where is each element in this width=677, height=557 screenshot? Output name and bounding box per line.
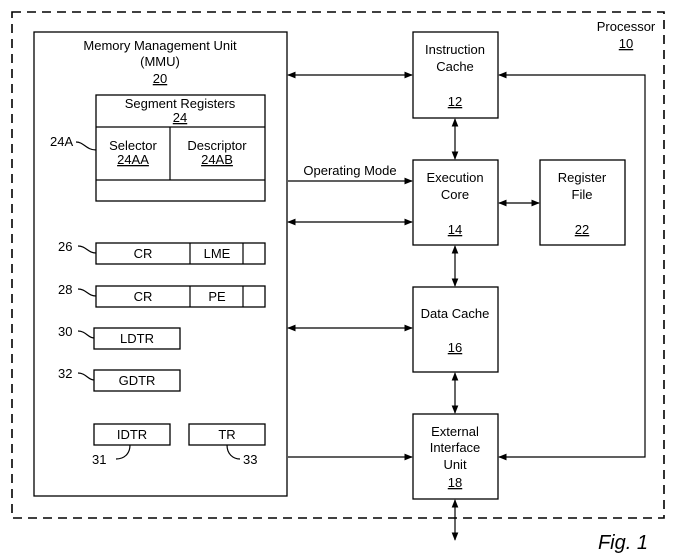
- mmu-abbr: (MMU): [140, 54, 180, 69]
- cr-lme-ref: 26: [58, 239, 72, 254]
- idtr-label: IDTR: [117, 427, 147, 442]
- processor-boundary: [11, 11, 665, 519]
- cr-lme-register: [95, 242, 266, 265]
- ldtr-ref: 30: [58, 324, 72, 339]
- descriptor-ref: 24AB: [201, 152, 233, 167]
- register-file-line2: File: [572, 187, 593, 202]
- idtr-register: [93, 423, 171, 446]
- external-icache-loop-arrow: [498, 71, 646, 461]
- selector-label: Selector: [109, 138, 157, 153]
- segment-registers-box: [95, 94, 266, 202]
- external-interface-box: [412, 413, 499, 500]
- segment-registers-ref: 24: [173, 110, 187, 125]
- segment-registers-label: Segment Registers: [125, 96, 236, 111]
- tr-label: TR: [218, 427, 235, 442]
- register-file-box: [539, 159, 626, 246]
- gdtr-ref: 32: [58, 366, 72, 381]
- instruction-cache-box: [412, 31, 499, 119]
- mmu-title: Memory Management Unit: [83, 38, 237, 53]
- external-interface-line1: External: [431, 424, 479, 439]
- gdtr-label: GDTR: [119, 373, 156, 388]
- mmu-ref: 20: [153, 71, 167, 86]
- processor-ref: 10: [619, 36, 633, 51]
- data-cache-label: Data Cache: [421, 306, 490, 321]
- register-file-ref: 22: [575, 222, 589, 237]
- execution-core-line1: Execution: [426, 170, 483, 185]
- register-file-line1: Register: [558, 170, 607, 185]
- external-interface-ref: 18: [448, 475, 462, 490]
- segment-callout-leader: [75, 141, 97, 151]
- lme-field-label: LME: [204, 246, 231, 261]
- execution-core-ref: 14: [448, 222, 462, 237]
- external-interface-line3: Unit: [443, 457, 467, 472]
- cr-lme-leader: [77, 245, 97, 254]
- instruction-cache-line2: Cache: [436, 59, 474, 74]
- external-interface-line2: Interface: [430, 440, 481, 455]
- instruction-cache-line1: Instruction: [425, 42, 485, 57]
- instruction-cache-ref: 12: [448, 94, 462, 109]
- figure-label: Fig. 1: [598, 532, 648, 554]
- idtr-leader: [115, 444, 131, 460]
- cr-pe-label: CR: [134, 289, 153, 304]
- idtr-ref: 31: [92, 452, 106, 467]
- execution-core-box: [412, 159, 499, 246]
- operating-mode-label: Operating Mode: [303, 163, 396, 178]
- segment-callout-label: 24A: [50, 134, 73, 149]
- tr-leader: [226, 444, 241, 460]
- pe-field-label: PE: [208, 289, 226, 304]
- selector-ref: 24AA: [117, 152, 149, 167]
- cr-pe-register: [95, 285, 266, 308]
- descriptor-label: Descriptor: [187, 138, 247, 153]
- ldtr-label: LDTR: [120, 331, 154, 346]
- data-cache-box: [412, 286, 499, 373]
- data-cache-ref: 16: [448, 340, 462, 355]
- tr-ref: 33: [243, 452, 257, 467]
- cr-lme-label: CR: [134, 246, 153, 261]
- ldtr-leader: [77, 330, 95, 339]
- gdtr-leader: [77, 372, 95, 381]
- processor-label: Processor: [597, 19, 656, 34]
- cr-pe-leader: [77, 288, 97, 297]
- cr-pe-ref: 28: [58, 282, 72, 297]
- execution-core-line2: Core: [441, 187, 469, 202]
